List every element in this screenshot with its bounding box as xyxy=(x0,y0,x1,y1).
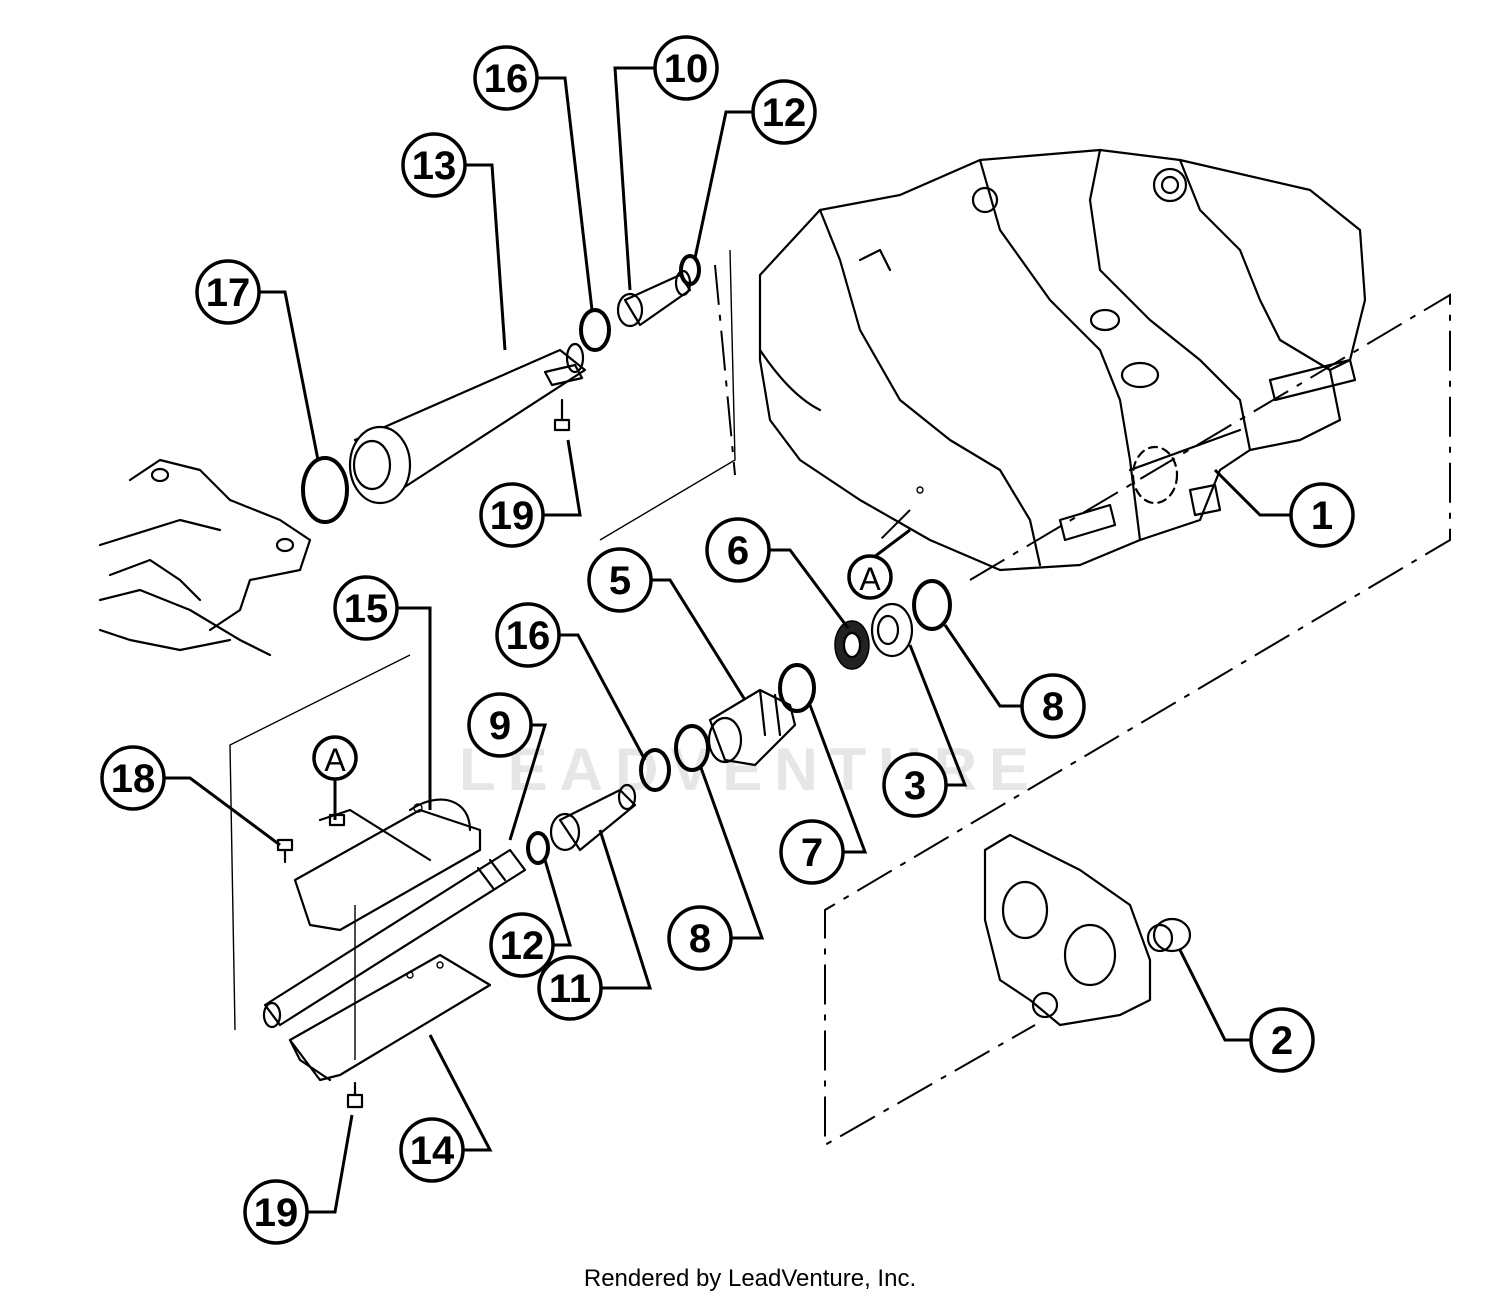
callout-3: 3 xyxy=(882,752,948,818)
svg-text:A: A xyxy=(859,561,881,597)
svg-text:16: 16 xyxy=(484,57,529,101)
callout-1: 1 xyxy=(1289,482,1355,548)
callout-7: 7 xyxy=(779,819,845,885)
snap-ring-part-8-upper xyxy=(912,579,952,631)
o-ring-part-16-upper xyxy=(579,308,611,352)
callout-10: 10 xyxy=(653,35,719,101)
callout-12-upper: 12 xyxy=(751,79,817,145)
svg-text:16: 16 xyxy=(506,614,551,658)
reference-a-upper: A xyxy=(847,554,893,600)
shield-part-14 xyxy=(288,953,492,1082)
callout-5: 5 xyxy=(587,547,653,613)
assembly-frame-right xyxy=(824,293,1451,1147)
snap-ring-part-8-lower xyxy=(674,724,710,772)
callout-17: 17 xyxy=(195,259,261,325)
callout-11: 11 xyxy=(537,955,603,1021)
shaft-part-9 xyxy=(262,848,527,1029)
callout-19-upper: 19 xyxy=(479,482,545,548)
sleeve-part-11 xyxy=(549,783,637,852)
assembly-frame-center-line xyxy=(714,264,736,476)
tube-part-13 xyxy=(348,342,587,505)
svg-text:8: 8 xyxy=(1042,685,1064,729)
bushing-part-2 xyxy=(1146,917,1192,953)
callout-16-lower: 16 xyxy=(495,602,561,668)
callout-12-lower: 12 xyxy=(489,912,555,978)
leader-lines xyxy=(165,66,1290,1214)
svg-text:3: 3 xyxy=(904,764,926,808)
svg-text:15: 15 xyxy=(344,587,389,631)
footer-credit: Rendered by LeadVenture, Inc. xyxy=(583,1265,917,1292)
reference-a-lower: A xyxy=(312,735,358,781)
transmission-housing xyxy=(758,148,1367,572)
svg-text:8: 8 xyxy=(689,917,711,961)
svg-text:17: 17 xyxy=(206,271,251,315)
svg-text:7: 7 xyxy=(801,831,823,875)
axle-housing xyxy=(98,458,312,657)
coupler-part-5 xyxy=(707,688,797,767)
shaft-frame-lower xyxy=(229,654,411,1031)
o-ring-part-17 xyxy=(301,456,349,524)
svg-text:10: 10 xyxy=(664,47,709,91)
svg-text:1: 1 xyxy=(1311,494,1333,538)
snap-ring-part-12-lower xyxy=(526,831,550,865)
svg-text:2: 2 xyxy=(1271,1019,1293,1063)
seal-part-6 xyxy=(834,620,870,670)
snap-ring-part-12-upper xyxy=(679,254,701,286)
svg-text:19: 19 xyxy=(490,494,535,538)
cover-plate xyxy=(983,833,1152,1027)
svg-text:6: 6 xyxy=(727,529,749,573)
svg-text:19: 19 xyxy=(254,1191,299,1235)
shield-part-15 xyxy=(293,798,482,932)
callout-15: 15 xyxy=(333,575,399,641)
svg-text:12: 12 xyxy=(762,91,807,135)
callout-14: 14 xyxy=(399,1117,465,1183)
o-ring-part-16-lower xyxy=(639,748,671,792)
svg-text:A: A xyxy=(324,742,346,778)
svg-text:9: 9 xyxy=(489,704,511,748)
svg-text:13: 13 xyxy=(412,144,457,188)
callout-6: 6 xyxy=(705,517,771,583)
callout-8-lower: 8 xyxy=(667,905,733,971)
callout-13: 13 xyxy=(401,132,467,198)
svg-text:14: 14 xyxy=(410,1129,455,1173)
o-ring-part-7 xyxy=(778,663,816,713)
svg-text:12: 12 xyxy=(500,924,545,968)
callout-16-upper: 16 xyxy=(473,45,539,111)
callout-8-upper: 8 xyxy=(1020,673,1086,739)
bolt-part-19-upper xyxy=(553,398,571,432)
svg-text:5: 5 xyxy=(609,559,631,603)
bolt-part-19-lower xyxy=(346,1081,364,1109)
housing-axis-line xyxy=(879,509,911,541)
shaft-frame-top xyxy=(599,249,736,541)
bearing-part-3 xyxy=(870,602,914,658)
callout-18: 18 xyxy=(100,745,166,811)
callout-2: 2 xyxy=(1249,1007,1315,1073)
svg-text:18: 18 xyxy=(111,757,156,801)
callout-19-lower: 19 xyxy=(243,1179,309,1245)
svg-text:11: 11 xyxy=(549,967,591,1011)
callout-9: 9 xyxy=(467,692,533,758)
